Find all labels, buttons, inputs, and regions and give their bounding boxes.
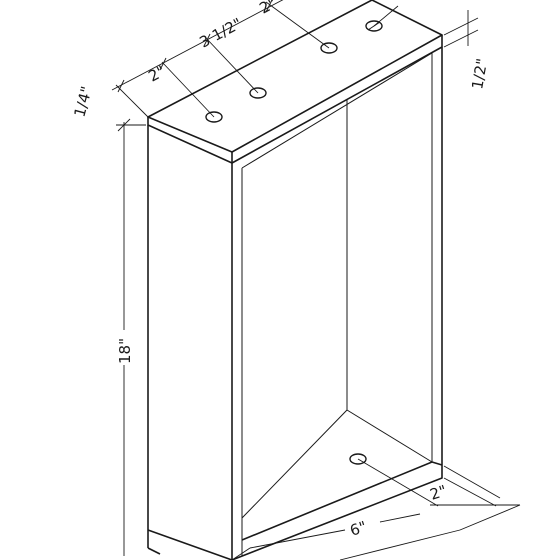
bottom-panel-underside (231, 465, 443, 560)
label-quarter-inch: 1/4" (70, 84, 95, 119)
bottom-panel-front-lip (241, 461, 443, 541)
top-panel-front-edge (147, 35, 443, 164)
dimension-labels: 1/4" 2" 3 1/2" 2" 1/2" 18" 6" 2" (70, 0, 491, 540)
label-depth: 6" (348, 518, 369, 540)
label-two-inch-top-b: 2" (256, 0, 279, 18)
bottom-panel-back-edge (346, 409, 433, 463)
label-half-inch: 1/2" (468, 57, 491, 91)
top-dimension-lines (111, 0, 399, 118)
label-height: 18" (116, 338, 134, 364)
left-panel-bottom-front (147, 547, 161, 555)
box-structure (147, 0, 443, 560)
label-two-inch-bottom: 2" (428, 482, 449, 504)
label-three-half-inch: 3 1/2" (196, 14, 245, 51)
left-panel-bottom-edge (147, 529, 233, 560)
back-panel-top-edge (241, 52, 433, 169)
bottom-panel-front-edge (241, 409, 348, 519)
bottom-dimension-lines (231, 458, 521, 560)
label-two-inch-top: 2" (145, 62, 168, 86)
height-dimension (116, 118, 146, 556)
right-thickness-dimension (443, 10, 479, 48)
